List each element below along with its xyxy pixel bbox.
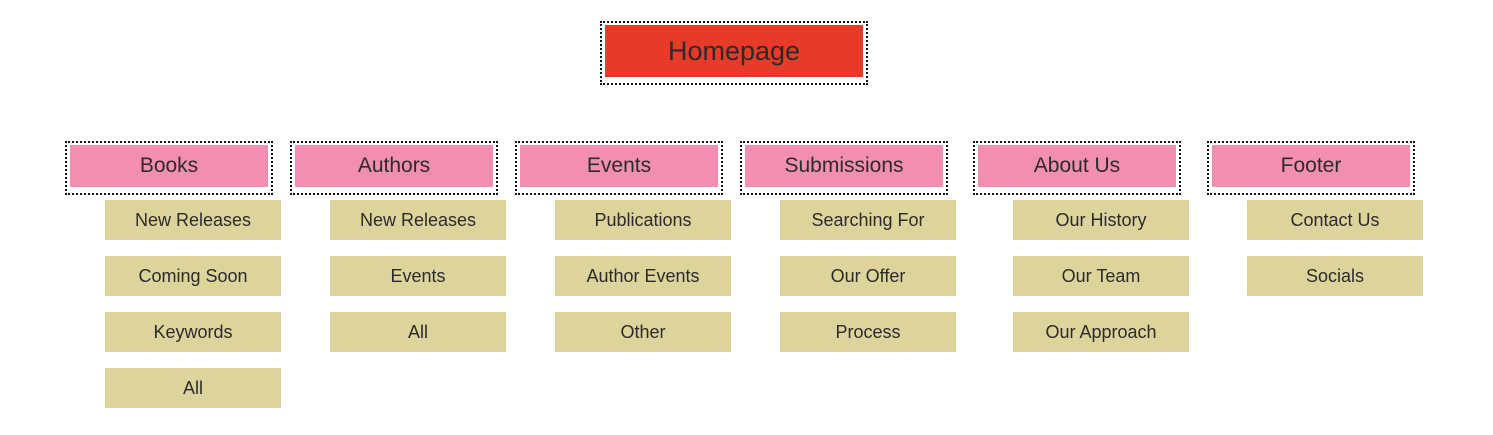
section-node-books: Books [65, 141, 273, 195]
page-label: Coming Soon [138, 265, 248, 286]
page-node: Our Approach [1013, 312, 1189, 352]
page-label: Publications [594, 209, 692, 230]
section-label: Books [139, 154, 199, 177]
section-label: About Us [1033, 154, 1121, 177]
page-node: Author Events [555, 256, 731, 296]
column-books: Books New Releases Coming Soon Keywords … [65, 141, 281, 408]
page-node: New Releases [330, 200, 506, 240]
page-node: All [105, 368, 281, 408]
page-label: Process [835, 321, 901, 342]
page-node: Keywords [105, 312, 281, 352]
section-node-authors: Authors [290, 141, 498, 195]
page-node: Other [555, 312, 731, 352]
column-events: Events Publications Author Events Other [515, 141, 731, 352]
page-label: Keywords [153, 321, 233, 342]
section-label: Authors [357, 154, 431, 177]
page-label: Our Approach [1045, 321, 1157, 342]
page-node: Our Team [1013, 256, 1189, 296]
page-label: Contact Us [1290, 209, 1380, 230]
page-node: Socials [1247, 256, 1423, 296]
page-node: Coming Soon [105, 256, 281, 296]
column-submissions: Submissions Searching For Our Offer Proc… [740, 141, 956, 352]
section-node-events: Events [515, 141, 723, 195]
page-node: All [330, 312, 506, 352]
page-label: Our Team [1061, 265, 1141, 286]
page-node: Our History [1013, 200, 1189, 240]
page-label: Events [390, 265, 446, 286]
page-node: Events [330, 256, 506, 296]
column-footer: Footer Contact Us Socials [1207, 141, 1423, 296]
page-node: New Releases [105, 200, 281, 240]
section-node-footer: Footer [1207, 141, 1415, 195]
page-label: Our History [1055, 209, 1147, 230]
page-node: Publications [555, 200, 731, 240]
section-node-submissions: Submissions [740, 141, 948, 195]
page-label: Other [620, 321, 666, 342]
page-label: All [407, 321, 428, 342]
page-node: Process [780, 312, 956, 352]
section-label: Submissions [784, 154, 904, 177]
page-node: Our Offer [780, 256, 956, 296]
section-label: Footer [1280, 154, 1342, 177]
page-label: New Releases [359, 209, 477, 230]
page-label: New Releases [134, 209, 252, 230]
column-authors: Authors New Releases Events All [290, 141, 506, 352]
section-label: Events [586, 154, 652, 177]
page-label: Socials [1305, 265, 1365, 286]
page-label: Author Events [586, 265, 700, 286]
column-about-us: About Us Our History Our Team Our Approa… [973, 141, 1189, 352]
page-node: Searching For [780, 200, 956, 240]
page-label: Searching For [811, 209, 925, 230]
page-label: All [182, 377, 203, 398]
page-node: Contact Us [1247, 200, 1423, 240]
section-node-about-us: About Us [973, 141, 1181, 195]
homepage-node-label: Homepage [667, 35, 801, 66]
page-label: Our Offer [830, 265, 906, 286]
homepage-node: Homepage [600, 21, 868, 85]
